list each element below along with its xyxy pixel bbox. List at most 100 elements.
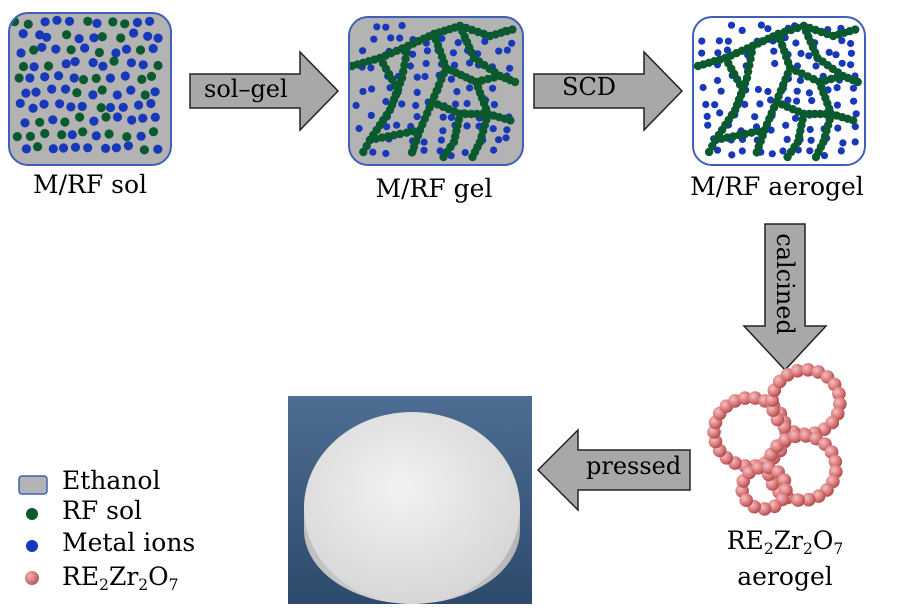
metal-ion-dot	[715, 37, 723, 45]
metal-ion-dot	[421, 72, 429, 81]
rf-sol-bead	[733, 100, 742, 110]
metal-ion-dot	[420, 146, 428, 154]
arrow-right-icon	[189, 50, 340, 132]
metal-ion-dot	[150, 112, 160, 122]
rf-sol-dot	[120, 19, 130, 29]
rf-sol-dot	[12, 132, 22, 142]
arrow-down-icon	[742, 223, 828, 372]
rf-sol-bead	[849, 116, 858, 125]
metal-ion-dot	[728, 151, 736, 159]
metal-ion-dot	[91, 131, 101, 141]
metal-ion-dot	[118, 102, 128, 112]
metal-ion-dot	[148, 43, 158, 54]
rf-sol-dot	[94, 47, 104, 58]
metal-ion-dot	[112, 90, 122, 100]
metal-ion-dot	[359, 47, 367, 55]
arrow-scd-label: SCD	[562, 73, 617, 101]
arrow-left-icon	[536, 428, 691, 512]
metal-ion-dot	[105, 73, 115, 83]
rf-sol-bead	[746, 54, 755, 63]
metal-ion-dot	[121, 44, 132, 54]
metal-ion-dot	[793, 97, 801, 105]
metal-ion-dot	[782, 121, 790, 129]
metal-ion-dot	[352, 101, 360, 109]
metal-ion-dot	[481, 37, 489, 45]
legend-oxide: RE2Zr2O7	[18, 562, 218, 593]
metal-ion-dot	[703, 112, 711, 120]
metal-ion-dot	[21, 144, 31, 154]
metal-ion-dot	[768, 150, 776, 158]
arrow-calcined: calcined	[742, 222, 828, 372]
rf-sol-dot	[18, 61, 29, 72]
metal-ion-dot	[35, 30, 45, 40]
metal-ion-dot	[129, 28, 139, 38]
metal-ion-dot	[367, 64, 375, 72]
metal-ion-dot	[838, 37, 846, 45]
metal-ion-dot	[792, 39, 800, 47]
metal-ion-dot	[783, 135, 791, 143]
rf-sol-bead	[780, 27, 789, 37]
metal-ion-dot	[40, 72, 50, 82]
rf-sol-bead	[395, 129, 405, 139]
metal-ion-dot	[764, 25, 772, 33]
metal-ion-dot	[368, 85, 376, 93]
metal-ion-dot	[398, 22, 406, 30]
rf-sol-bead	[783, 152, 792, 162]
rf-sol-dot	[97, 85, 107, 95]
metal-ion-dot	[757, 21, 765, 29]
metal-ion-dot	[833, 84, 841, 92]
metal-ion-dot	[796, 76, 804, 84]
metal-ion-dot	[756, 100, 764, 108]
rf-sol-dot	[116, 33, 126, 43]
metal-ion-dot	[714, 49, 722, 57]
rf-sol-dot	[122, 132, 132, 142]
rf-sol-dot	[140, 90, 150, 100]
rf-sol-dot	[108, 17, 118, 27]
metal-ion-dot	[42, 32, 52, 42]
metal-ion-dot	[150, 87, 160, 97]
metal-ion-dot	[77, 101, 87, 111]
metal-ion-dot	[727, 21, 736, 29]
rf-sol-dot	[66, 45, 76, 55]
rf-sol-bead	[704, 147, 714, 157]
metal-ion-dot	[764, 87, 772, 96]
metal-ion-dot	[153, 33, 163, 43]
metal-ion-dot	[436, 147, 444, 155]
metal-ion-dot	[67, 130, 77, 140]
metal-ion-dot	[143, 31, 153, 41]
metal-ion-dot	[54, 71, 64, 81]
metal-ion-dot	[101, 143, 111, 153]
metal-ion-dot	[370, 35, 378, 43]
metal-ion-dot	[449, 49, 457, 57]
oxide-aerogel-spheres	[707, 363, 847, 516]
aerogel-label: M/RF aerogel	[690, 172, 864, 201]
rf-sol-dot	[60, 117, 70, 127]
rf-sol-dot	[10, 17, 20, 27]
rf-sol-bead	[743, 67, 753, 76]
metal-ion-dot	[406, 62, 414, 70]
metal-ion-dot	[805, 52, 813, 60]
metal-ion-dot	[111, 143, 121, 153]
metal-ion-dot	[369, 148, 377, 156]
metal-ion-dot	[793, 87, 801, 95]
oxide-sphere	[757, 502, 772, 516]
metal-ion-dot	[39, 99, 49, 109]
oxide-sphere	[828, 454, 843, 469]
metal-ion-dot	[382, 97, 390, 106]
metal-ion-dot	[463, 122, 471, 130]
metal-ion-dot	[767, 126, 775, 134]
metal-ion-dot	[127, 115, 137, 125]
metal-ion-dot	[80, 43, 90, 53]
rf-sol-dot	[62, 30, 72, 40]
metal-ion-dot	[838, 59, 846, 67]
metal-ion-dot	[508, 39, 516, 47]
rf-sol-bead	[811, 152, 821, 162]
metal-ion-dot	[412, 101, 420, 110]
rf-sol-bead	[752, 148, 761, 157]
metal-ion-dot	[784, 96, 792, 104]
rf-sol-bead	[786, 25, 796, 35]
arrow-sol-gel: sol–gel	[188, 50, 340, 132]
rf-sol-bead	[407, 148, 417, 157]
metal-ion-dot	[60, 84, 71, 94]
metal-ion-dot	[18, 29, 28, 39]
